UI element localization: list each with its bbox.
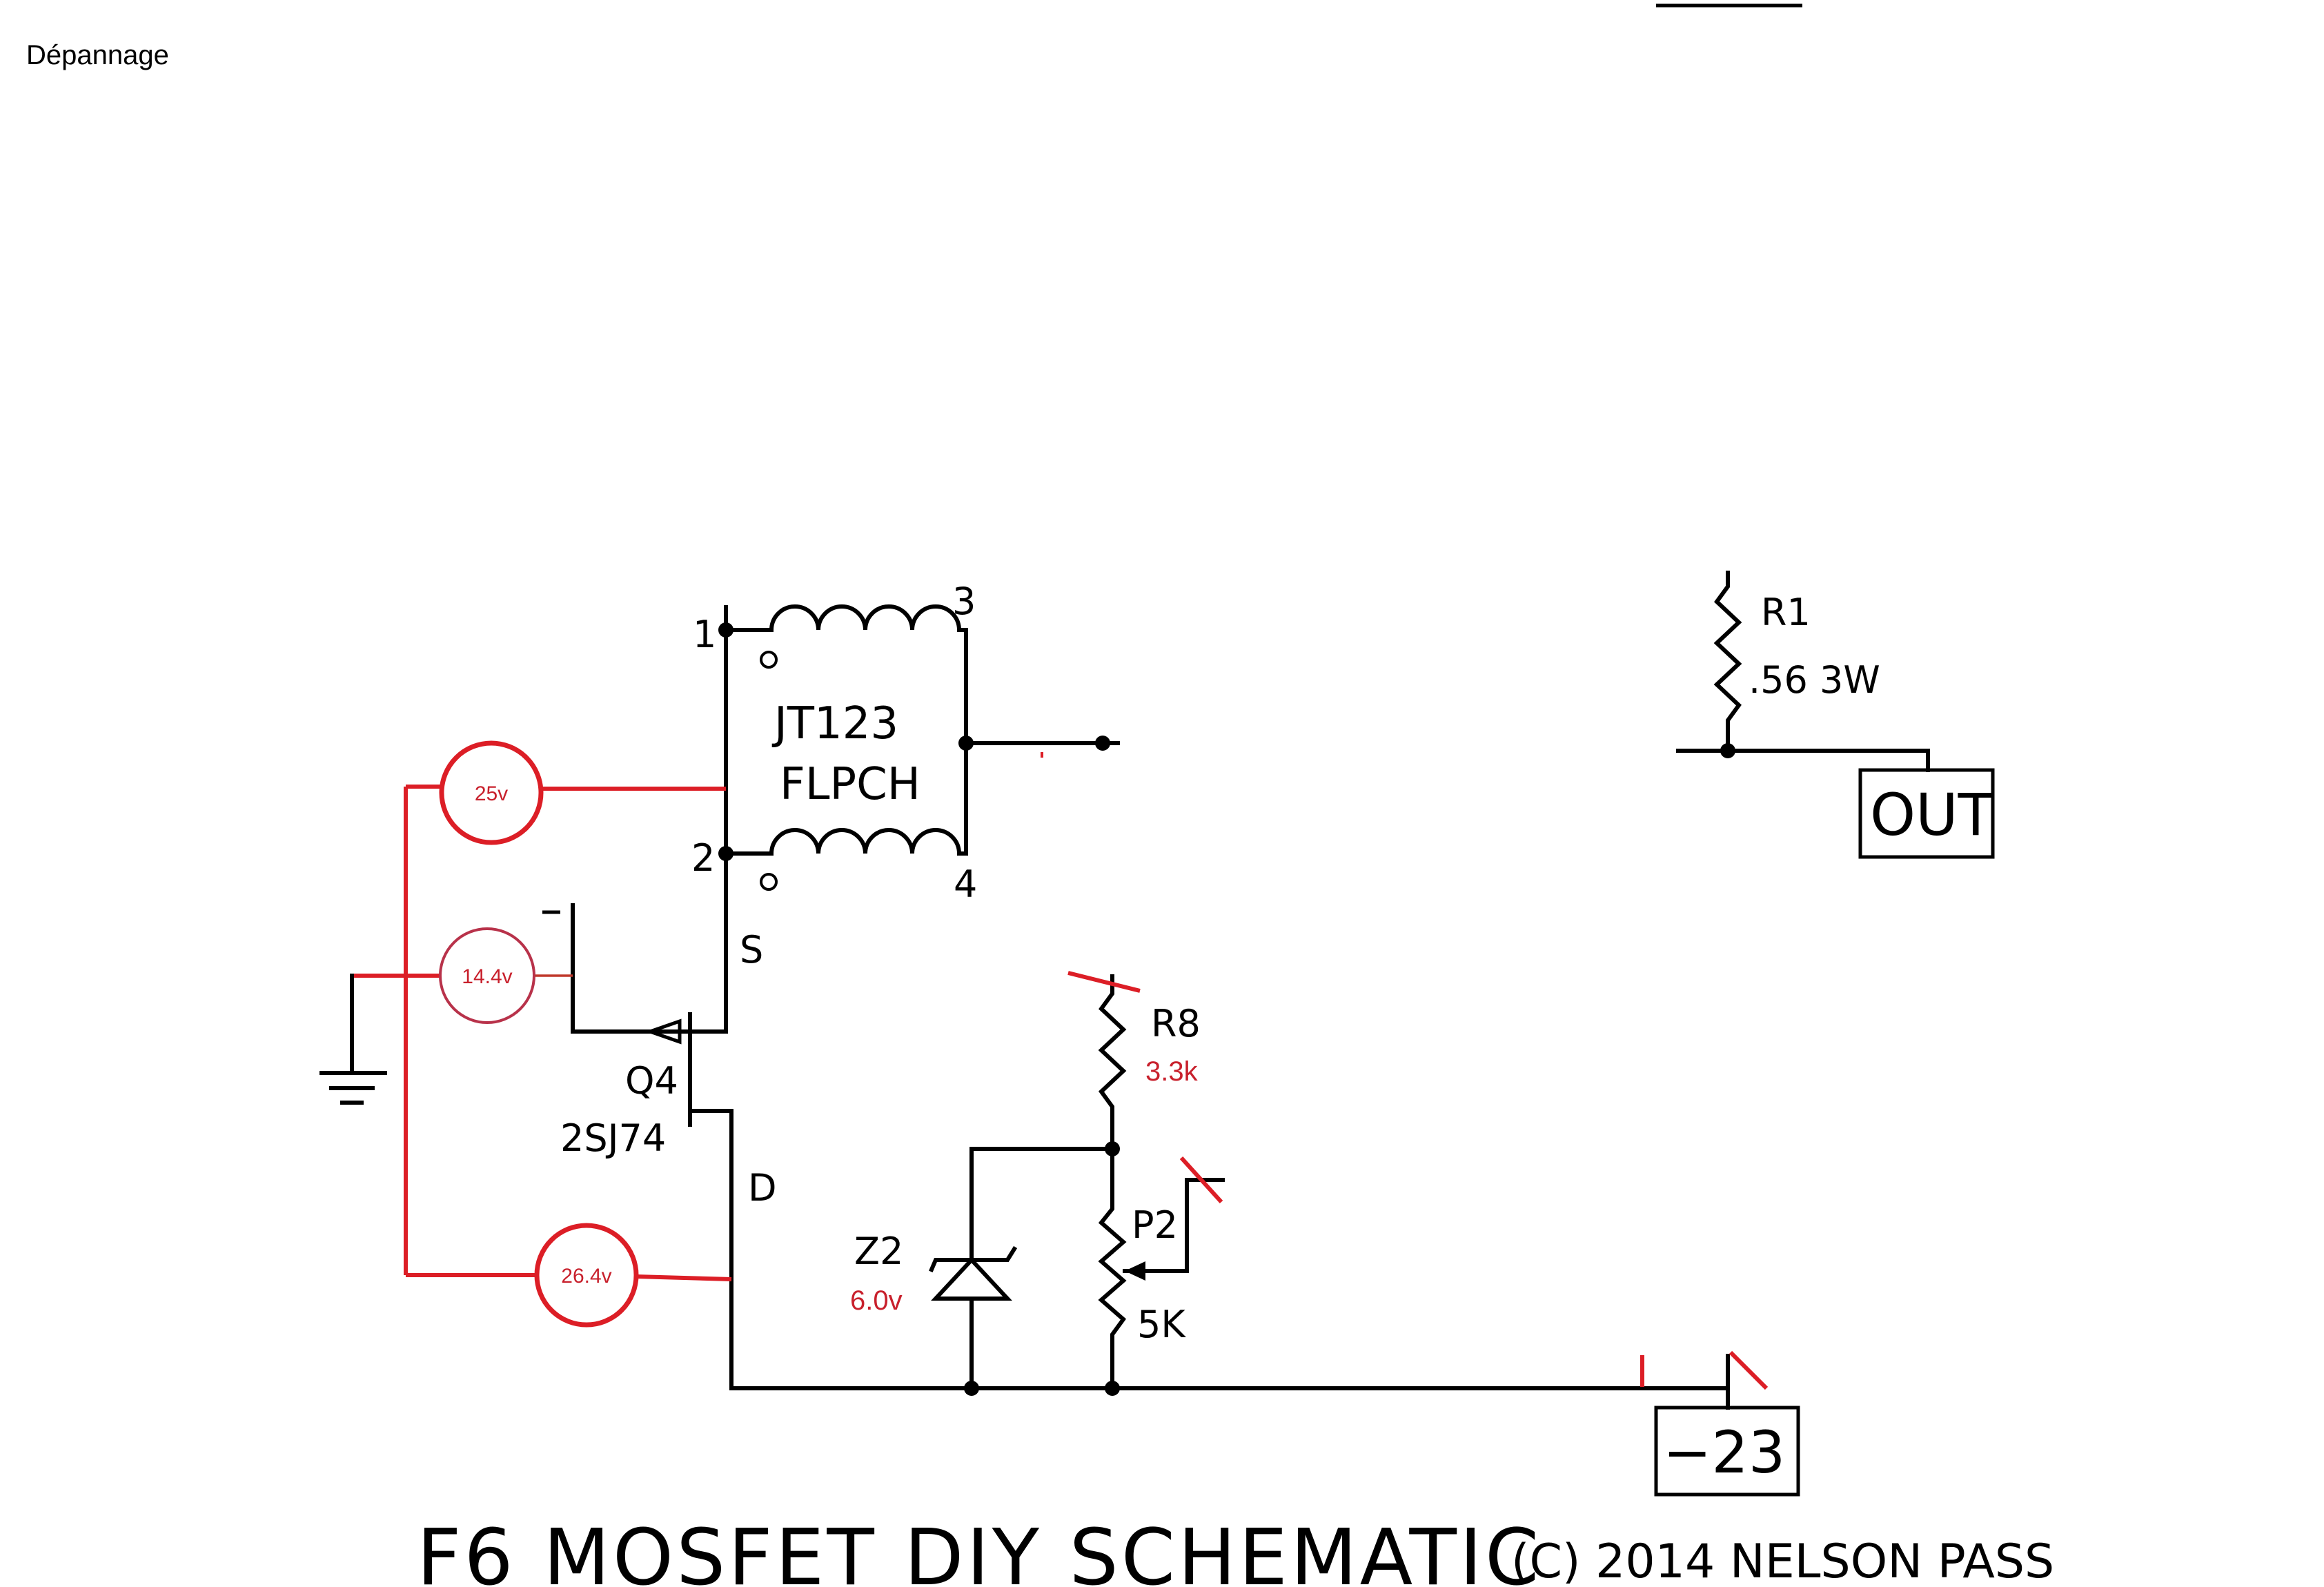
fet-arrow-icon bbox=[644, 1018, 682, 1045]
p2-value: 5K bbox=[1137, 1303, 1186, 1346]
phase-dot-top bbox=[760, 651, 778, 669]
r8-ref: R8 bbox=[1151, 1002, 1201, 1045]
drain-label: D bbox=[748, 1166, 777, 1210]
schematic-credit: (C) 2014 NELSON PASS bbox=[1511, 1535, 2054, 1587]
schematic-title: F6 MOSFET DIY SCHEMATIC bbox=[417, 1513, 1542, 1587]
z2-value: 6.0v bbox=[850, 1285, 903, 1316]
pin4-label: 4 bbox=[954, 862, 977, 906]
transformer-jt123: 1 2 3 4 JT123 FLPCH bbox=[691, 580, 1120, 1020]
source-label: S bbox=[740, 928, 763, 972]
p2-cut-mark bbox=[1179, 1156, 1223, 1204]
wire-p2-wiper bbox=[1185, 1178, 1225, 1273]
r1-value: .56 3W bbox=[1749, 658, 1880, 702]
r8-zigzag-icon bbox=[1098, 974, 1127, 1151]
resistor-r1: R1 .56 3W bbox=[1676, 571, 1930, 772]
neg-rail-terminal bbox=[1654, 1406, 1800, 1497]
zener-icon bbox=[931, 1256, 1012, 1301]
coil-secondary bbox=[724, 741, 968, 856]
r8-value: 3.3k bbox=[1145, 1056, 1199, 1087]
z2-ref: Z2 bbox=[854, 1230, 903, 1273]
ground bbox=[319, 974, 442, 1105]
zener-bar bbox=[929, 1245, 1018, 1272]
zener-z2: Z2 6.0v bbox=[850, 1147, 1114, 1390]
p2-ref: P2 bbox=[1132, 1203, 1178, 1247]
resistor-r8: R8 3.3k bbox=[1067, 971, 1201, 1151]
pin3-label: 3 bbox=[952, 580, 976, 623]
measurement-harness: 25v 14.4v 26.4v bbox=[404, 740, 732, 1328]
coil-primary bbox=[724, 604, 968, 745]
q4-part: 2SJ74 bbox=[560, 1116, 666, 1160]
p2-wiper-arrow-icon bbox=[1125, 1261, 1145, 1281]
meter-264v-reading: 26.4v bbox=[561, 1265, 611, 1288]
page-label: Dépannage bbox=[26, 40, 169, 70]
probe-wire-264v-right bbox=[636, 1274, 732, 1281]
out-label: OUT bbox=[1870, 781, 1994, 849]
meter-25v-reading: 25v bbox=[475, 782, 508, 805]
q4-ref: Q4 bbox=[625, 1059, 678, 1103]
neg-rail-label: −23 bbox=[1663, 1419, 1785, 1486]
meter-25v bbox=[439, 740, 544, 845]
mosfet-q4: S D Q4 2SJ74 bbox=[560, 903, 777, 1390]
meter-264v bbox=[534, 1223, 639, 1328]
pot-p2: P2 5K bbox=[1098, 1147, 1225, 1390]
meter-144v bbox=[439, 927, 535, 1024]
node-r1-out bbox=[1720, 743, 1735, 758]
pin1-label: 1 bbox=[693, 613, 716, 656]
pin2-label: 2 bbox=[691, 836, 715, 880]
out-terminal bbox=[1858, 768, 1995, 859]
transformer-type: FLPCH bbox=[780, 759, 920, 810]
r8-cut-mark bbox=[1067, 971, 1141, 993]
r1-zigzag-icon bbox=[1713, 571, 1742, 753]
rail-cut-mark-2 bbox=[1729, 1350, 1769, 1390]
p2-zigzag-icon bbox=[1098, 1147, 1127, 1390]
transformer-name: JT123 bbox=[771, 698, 898, 749]
node-center-tap-end bbox=[1095, 736, 1110, 751]
r1-ref: R1 bbox=[1761, 591, 1811, 634]
phase-dot-bottom bbox=[760, 873, 778, 891]
meter-144v-reading: 14.4v bbox=[462, 965, 512, 988]
